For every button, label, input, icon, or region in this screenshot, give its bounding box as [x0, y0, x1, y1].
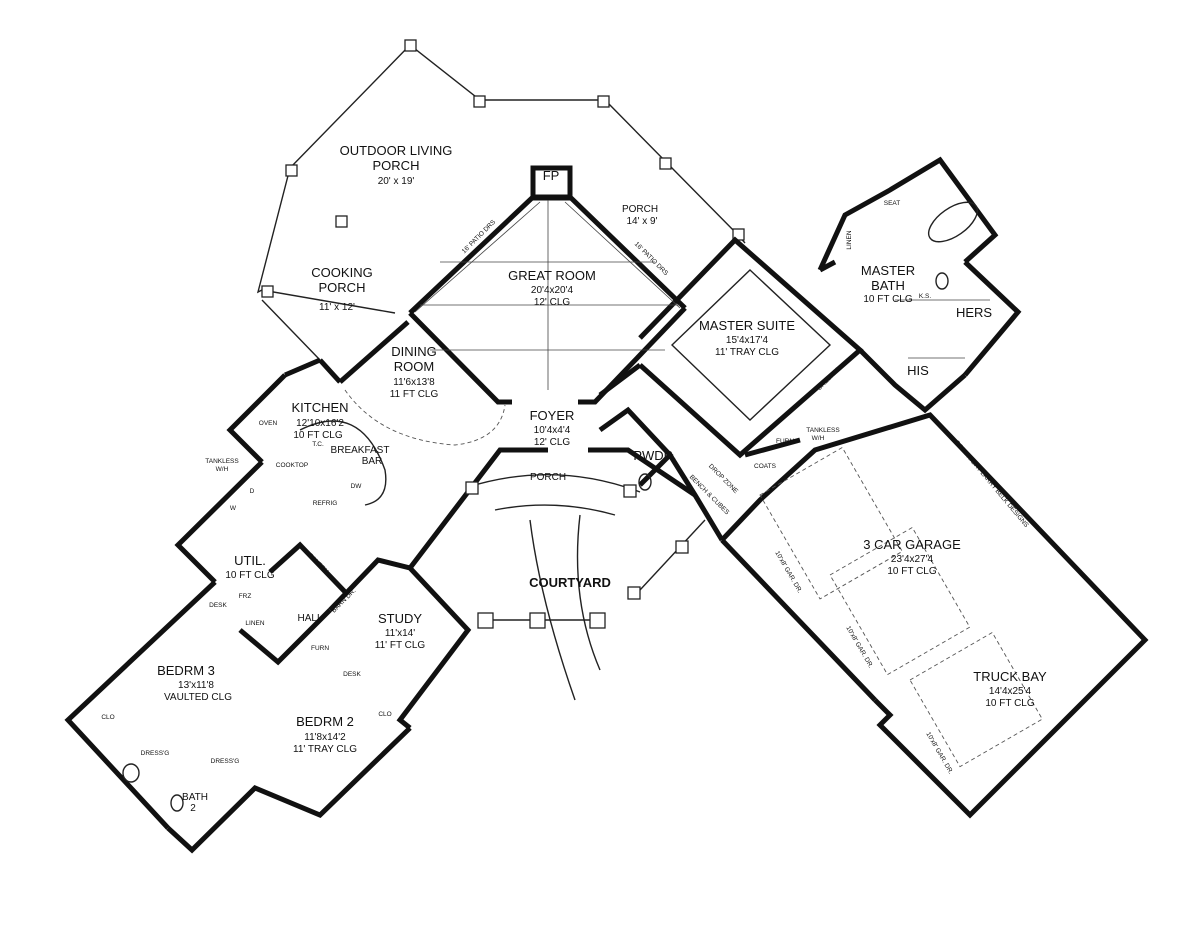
dressing-bed3-note: DRESS'G [141, 750, 170, 757]
copyright-note: COPYRIGHT LARRY BELK DESIGNS [953, 439, 1030, 529]
foyer-dims: 10'4x4'4 [534, 425, 571, 436]
closet-bed2-note: CLO [378, 711, 391, 718]
outdoor-living-porch-outline [256, 39, 746, 361]
hall-name: HALL [297, 613, 322, 624]
dining-name2: ROOM [394, 359, 434, 374]
tankless-left-note2: W/H [216, 466, 229, 473]
pwdr-name: PWDR. [633, 448, 676, 463]
cooking-porch-name1: COOKING [311, 265, 372, 280]
breakfast-name1: BREAKFAST [331, 445, 390, 456]
bath2-name1: BATH [182, 792, 208, 803]
freezer-note: FRZ [239, 593, 252, 600]
his-name: HIS [907, 363, 929, 378]
great-room-dims: 20'4x20'4 [531, 285, 574, 296]
closet-bed3-note: CLO [101, 714, 114, 721]
study-name: STUDY [378, 611, 422, 626]
tankless-right-note1: TANKLESS [806, 427, 840, 434]
master-suite-name: MASTER SUITE [699, 318, 795, 333]
room-labels: OUTDOOR LIVING PORCH 20' x 19' PORCH 14'… [157, 143, 1047, 814]
bedrm3-name: BEDRM 3 [157, 663, 215, 678]
oven-note: OVEN [259, 420, 278, 427]
drop-zone-note: DROP ZONE [707, 463, 740, 496]
cooking-porch-name2: PORCH [319, 280, 366, 295]
util-clg: 10 FT CLG [225, 570, 274, 581]
bedrm3-dims: 13'x11'8 [178, 680, 214, 691]
master-bath-clg: 10 FT CLG [863, 294, 912, 305]
bedrm3-clg: VAULTED CLG [164, 692, 232, 703]
dining-clg: 11 FT CLG [390, 389, 439, 400]
garage-clg: 10 FT CLG [887, 566, 936, 577]
tankless-right-note2: W/H [812, 435, 825, 442]
garage-dims: 23'4x27'4 [891, 554, 934, 565]
coats-note: COATS [754, 463, 777, 470]
dressing-bed2-note: DRESS'G [211, 758, 240, 765]
desk-study-note: DESK [343, 671, 361, 678]
courtyard-name: COURTYARD [529, 575, 611, 590]
refrig-note: REFRIG [313, 500, 338, 507]
study-dims: 11'x14' [385, 628, 415, 639]
breakfast-name2: BAR [362, 456, 383, 467]
porch-rear-name: PORCH [622, 204, 658, 215]
truck-bay-name: TRUCK BAY [973, 669, 1047, 684]
dining-name1: DINING [391, 344, 437, 359]
kitchen-dims: 12'10x16'2 [296, 418, 344, 429]
tankless-left-note1: TANKLESS [205, 458, 239, 465]
master-suite-dims: 15'4x17'4 [726, 335, 769, 346]
outdoor-living-dims: 20' x 19' [378, 176, 415, 187]
great-room-name: GREAT ROOM [508, 268, 596, 283]
garage-door-3-note: 10'x8' GAR. DR. [924, 731, 954, 776]
cooking-porch-dims: 11' x 12' [319, 302, 355, 313]
master-bath-name1: MASTER [861, 263, 915, 278]
fireplace-label: FP [543, 168, 560, 183]
porch-front-name: PORCH [530, 472, 566, 483]
util-name: UTIL. [234, 553, 266, 568]
outdoor-living-name1: OUTDOOR LIVING [340, 143, 453, 158]
kitchen-name: KITCHEN [291, 400, 348, 415]
house-walls [64, 156, 1149, 854]
washer-note: W [230, 505, 237, 512]
master-bath-name2: BATH [871, 278, 905, 293]
garage-door-1-note: 10'x8' GAR. DR. [773, 550, 803, 595]
dryer-note: D [250, 488, 255, 495]
bedrm2-dims: 11'8x14'2 [304, 732, 346, 743]
seat-note: SEAT [884, 200, 901, 207]
outdoor-living-name2: PORCH [373, 158, 420, 173]
hers-name: HERS [956, 305, 992, 320]
garage-door-2-note: 10'x8' GAR. DR. [844, 625, 874, 670]
shelves-note: SHELVES [816, 366, 842, 392]
dining-dims: 11'6x13'8 [393, 377, 435, 388]
pantry-name: PANTRY [306, 552, 330, 576]
bath2-name2: 2 [190, 803, 196, 814]
truck-bay-clg: 10 FT CLG [985, 698, 1034, 709]
master-suite-clg: 11' TRAY CLG [715, 347, 779, 358]
garage-name: 3 CAR GARAGE [863, 537, 961, 552]
porch-rear-dims: 14' x 9' [626, 216, 657, 227]
interior-details [122, 200, 1043, 812]
foyer-clg: 12' CLG [534, 437, 571, 448]
linen-bath-note: LINEN [846, 230, 853, 249]
bedrm2-clg: 11' TRAY CLG [293, 744, 357, 755]
study-clg: 11' FT CLG [375, 640, 426, 651]
cooktop-note: COOKTOP [276, 462, 308, 469]
bedrm2-name: BEDRM 2 [296, 714, 354, 729]
linen-hall-note: LINEN [245, 620, 264, 627]
foyer-name: FOYER [530, 408, 575, 423]
furn-garage-note: FURN [776, 438, 794, 445]
ks-note: K.S. [919, 293, 931, 300]
desk-left-note: DESK [209, 602, 227, 609]
kitchen-clg: 10 FT CLG [293, 430, 342, 441]
furn-hall-note: FURN [311, 645, 329, 652]
dishwasher-note: DW [351, 483, 363, 490]
truck-bay-dims: 14'4x25'4 [989, 686, 1032, 697]
trash-compactor-note: T.C. [312, 441, 324, 448]
great-room-clg: 12' CLG [534, 297, 571, 308]
